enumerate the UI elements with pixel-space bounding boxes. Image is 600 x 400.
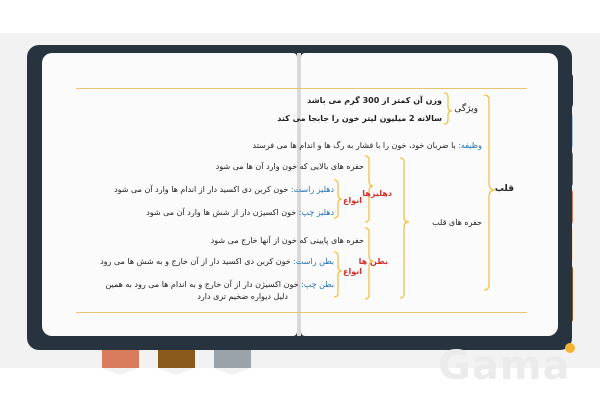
book-page-right: [301, 53, 558, 336]
ventricles-description: حفره های پایینی که خون از آنها خارج می ش…: [210, 236, 364, 245]
left-atrium-title: دهلیز چپ:: [298, 208, 334, 217]
function-text: با ضربان خود، خون را با فشار به رگ ها و …: [252, 141, 456, 150]
feature-1: وزن آن کمتر از 300 گرم می باشد: [307, 96, 442, 105]
book-page-left: [42, 53, 297, 336]
atria-types-label: انواع: [343, 196, 362, 205]
left-ventricle: بطن چپ: خون اکسیژن دار از آن خارج و به ا…: [105, 279, 334, 290]
background-bottom: [0, 368, 600, 400]
feature-2: سالانه 2 میلیون لیتر خون را جابجا می کند: [277, 114, 442, 123]
right-atrium: دهلیز راست: خون کربن دی اکسید دار از اند…: [114, 184, 334, 195]
right-ventricle: بطن راست: خون کربن دی اکسید دار از آن خا…: [100, 256, 334, 267]
root-label: قلب: [494, 184, 514, 194]
page-rule-top: [76, 88, 527, 89]
function-row: وظیفه: با ضربان خود، خون را با فشار به ر…: [253, 140, 482, 151]
features-label: ویژگی: [454, 104, 478, 114]
chambers-label: حفره های قلب: [432, 218, 482, 227]
atria-description: حفره های بالایی که خون وارد آن ها می شود: [215, 162, 364, 171]
left-ventricle-title: بطن چپ:: [301, 280, 334, 289]
watermark-dot-icon: [565, 343, 575, 353]
right-ventricle-text: خون کربن دی اکسید دار از آن خارج و به شش…: [100, 257, 291, 266]
left-atrium: دهلیز چپ: خون اکسیژن دار از شش ها وارد آ…: [146, 207, 334, 218]
ventricles-label: بطن ها: [358, 257, 388, 266]
left-ventricle-text: خون اکسیژن دار از آن خارج و به اندام ها …: [105, 280, 299, 289]
right-ventricle-title: بطن راست:: [293, 257, 334, 266]
function-title: وظیفه:: [458, 141, 482, 150]
right-atrium-title: دهلیز راست:: [290, 185, 334, 194]
page-rule-bottom: [76, 312, 527, 313]
background-top: [0, 0, 600, 33]
left-ventricle-text-continued: دلیل دیواره ضخیم تری دارد: [197, 292, 288, 301]
left-atrium-text: خون اکسیژن دار از شش ها وارد آن می شود: [146, 208, 297, 217]
ventricle-types-label: انواع: [343, 267, 362, 276]
book-spine: [297, 53, 301, 336]
atria-label: دهلیزها: [362, 189, 392, 198]
right-atrium-text: خون کربن دی اکسید دار از اندام ها وارد آ…: [114, 185, 289, 194]
brand-watermark: Gama: [438, 343, 571, 389]
